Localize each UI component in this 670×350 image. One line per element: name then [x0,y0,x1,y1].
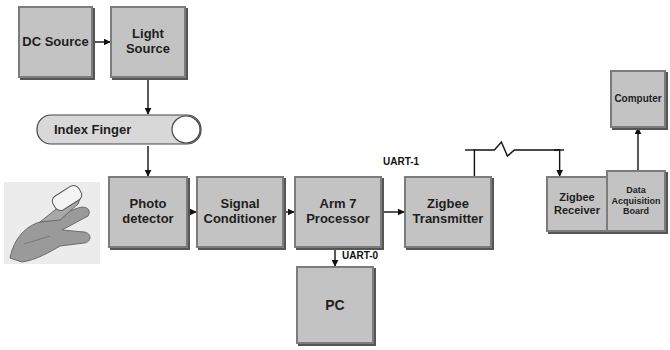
process-box: Arm 7 Processor [294,176,382,248]
antenna-cap [465,149,475,151]
source-box: DC Source [18,6,93,78]
wireless-link [474,142,559,176]
finger-band: Index Finger [36,114,204,146]
node-label: PC [325,297,344,313]
node-label: Data Acquisition Board [608,185,664,216]
process-box: Zigbee Receiver [546,176,608,232]
signal-arrow [637,128,638,170]
node-label: Index Finger [54,123,131,138]
source-box: Light Source [110,6,186,78]
sensor-clip [50,183,84,212]
photo-ground [4,182,100,264]
process-box: Photo detector [108,176,188,248]
signal-arrow [93,41,110,42]
signal-name: UART-1 [382,156,420,167]
node-label: Signal Conditioner [198,197,282,227]
band-end [172,116,200,143]
signal-name: UART-0 [341,250,379,261]
process-box: Computer [610,70,666,128]
process-box: Zigbee Transmitter [404,176,492,248]
process-box: Data Acquisition Board [606,170,666,232]
node-label: Zigbee Receiver [548,191,606,216]
process-box: PC [296,266,374,344]
signal-arrow [147,78,148,114]
node-label: DC Source [22,35,88,50]
node-label: Zigbee Transmitter [406,197,490,227]
band-body [37,115,201,144]
finger-sensor-photo [4,182,100,264]
signal-arrow [147,146,148,176]
signal-arrow [284,211,294,212]
signal-arrow [188,211,196,212]
signal-arrow [382,211,404,212]
node-label: Light Source [112,27,184,57]
process-box: Signal Conditioner [196,176,284,248]
node-label: Arm 7 Processor [296,197,380,227]
node-label: Photo detector [110,197,186,227]
signal-arrow [334,248,335,266]
node-label: Computer [614,93,661,105]
finger-crease [24,236,50,244]
